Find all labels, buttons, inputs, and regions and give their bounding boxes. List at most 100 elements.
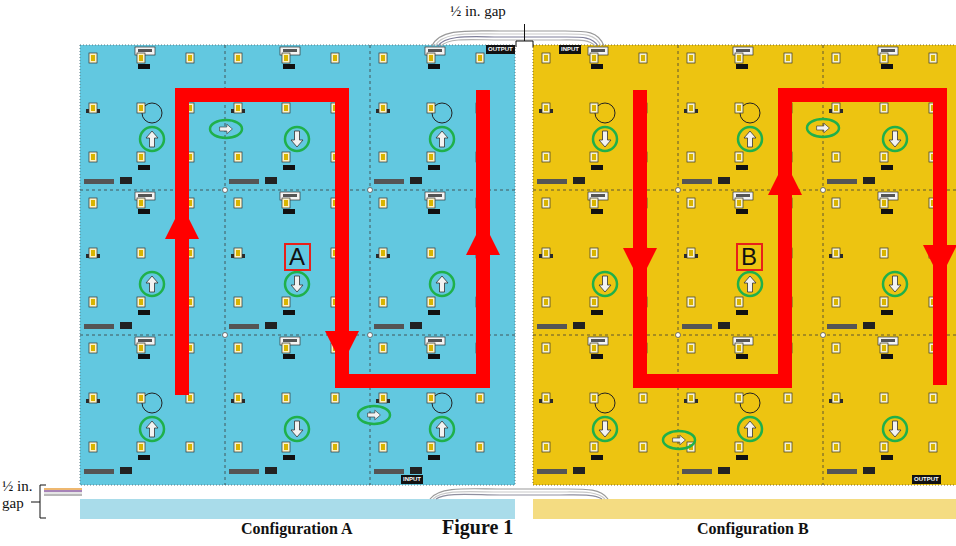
led-chip xyxy=(737,200,741,206)
led-chip xyxy=(381,444,385,450)
port-pad xyxy=(591,310,603,315)
led xyxy=(234,297,242,307)
grid-line xyxy=(80,335,515,336)
led xyxy=(880,297,888,307)
green-marker xyxy=(285,272,309,296)
led-body xyxy=(89,343,97,353)
led-chip xyxy=(641,55,645,61)
led-body xyxy=(687,152,695,162)
led-body xyxy=(234,297,242,307)
connector-pins xyxy=(736,194,750,197)
led xyxy=(282,198,290,208)
led-chip xyxy=(333,395,337,401)
led xyxy=(427,103,435,113)
led-body xyxy=(784,53,792,63)
grid-dot xyxy=(223,188,228,193)
led-body xyxy=(234,103,242,113)
logo-mark xyxy=(410,177,422,184)
led xyxy=(542,343,550,353)
led-body xyxy=(832,343,840,353)
green-marker xyxy=(430,272,454,296)
logo-mark xyxy=(120,177,132,184)
led xyxy=(476,442,484,452)
tile-grid xyxy=(80,45,956,485)
led-body xyxy=(331,53,339,63)
logo-mark xyxy=(265,467,277,474)
wire xyxy=(44,492,82,494)
led-body xyxy=(379,297,387,307)
led xyxy=(687,248,695,258)
led-chip xyxy=(236,299,240,305)
led-body xyxy=(282,103,290,113)
tile xyxy=(682,47,762,184)
side-marker xyxy=(210,120,242,138)
connector-pins xyxy=(283,49,297,52)
direction-arrow xyxy=(146,131,158,147)
led-body xyxy=(89,297,97,307)
connector-pins xyxy=(881,49,895,52)
grid-dot xyxy=(676,333,681,338)
led-body xyxy=(282,343,290,353)
led-chip xyxy=(284,105,288,111)
led-chip xyxy=(139,105,143,111)
led-body xyxy=(832,442,840,452)
tile xyxy=(537,192,617,329)
connector-pins xyxy=(428,339,442,342)
led-body xyxy=(89,152,97,162)
direction-arrow xyxy=(291,421,303,437)
led xyxy=(735,393,743,403)
led xyxy=(929,53,937,63)
grid-dot xyxy=(223,333,228,338)
led-body xyxy=(542,297,550,307)
led-body xyxy=(137,248,145,258)
led xyxy=(137,248,145,258)
led xyxy=(476,393,484,403)
led-body xyxy=(880,248,888,258)
brand-mark xyxy=(84,324,114,329)
led-chip xyxy=(931,444,935,450)
led xyxy=(590,248,598,258)
led xyxy=(832,152,840,162)
led-chip xyxy=(689,299,693,305)
brand-mark xyxy=(682,324,712,329)
tile xyxy=(84,47,164,184)
led xyxy=(89,343,97,353)
led xyxy=(880,248,888,258)
port-pad xyxy=(428,165,440,170)
led xyxy=(880,343,888,353)
led xyxy=(234,103,242,113)
port-pad xyxy=(283,310,295,315)
direction-arrow xyxy=(146,276,158,292)
brand-mark xyxy=(229,179,259,184)
tile xyxy=(229,337,309,474)
led-chip xyxy=(139,444,143,450)
grid-line xyxy=(80,190,515,191)
green-marker xyxy=(883,127,907,151)
wire xyxy=(433,492,605,499)
direction-arrow xyxy=(744,276,756,292)
route-heads xyxy=(165,161,956,365)
led-chip xyxy=(91,250,95,256)
led-body xyxy=(137,297,145,307)
led-body xyxy=(89,442,97,452)
led-body xyxy=(590,393,598,403)
led-chip xyxy=(689,395,693,401)
led-body xyxy=(542,103,550,113)
led xyxy=(282,393,290,403)
led-chip xyxy=(641,444,645,450)
green-marker xyxy=(430,417,454,441)
led-chip xyxy=(882,200,886,206)
led xyxy=(427,248,435,258)
led-chip xyxy=(139,395,143,401)
led-body xyxy=(282,152,290,162)
port-pad xyxy=(428,64,440,69)
led-chip xyxy=(834,55,838,61)
port-pad xyxy=(591,209,603,214)
led-body xyxy=(476,442,484,452)
led-chip xyxy=(544,299,548,305)
led xyxy=(542,103,550,113)
route-arrowhead xyxy=(768,161,802,195)
led-chip xyxy=(139,55,143,61)
led xyxy=(735,53,743,63)
led-chip xyxy=(139,250,143,256)
